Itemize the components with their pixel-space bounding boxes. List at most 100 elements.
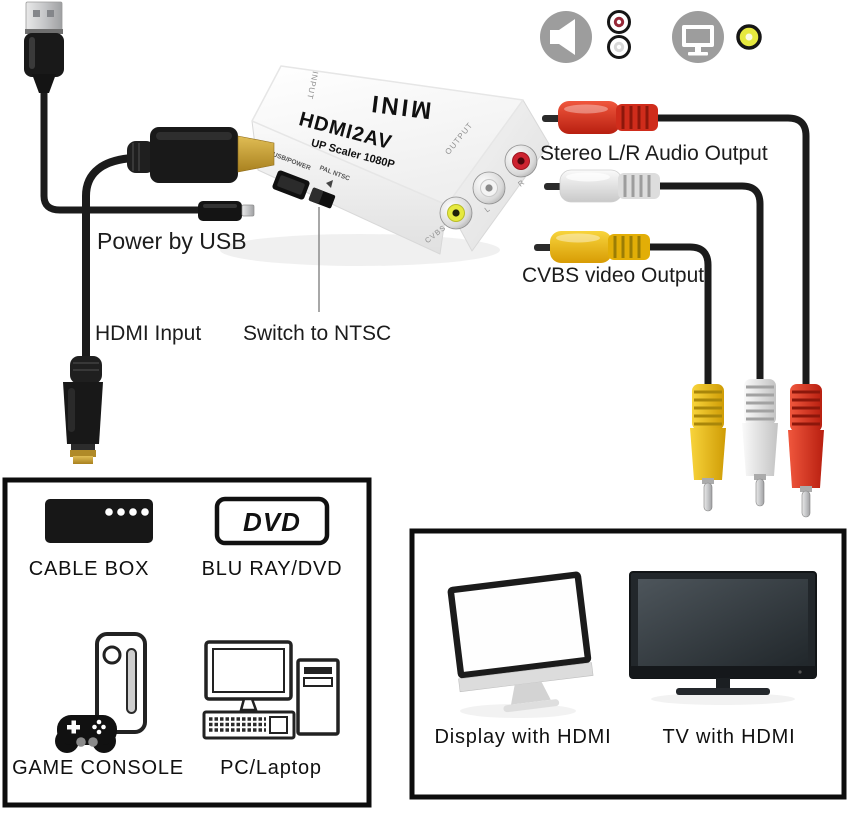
switch-arrow-mark: [326, 180, 333, 188]
speaker-icon: [540, 11, 592, 63]
pal-ntsc-switch: [308, 187, 336, 209]
gamepad-body: [57, 715, 117, 745]
pc-icon: [202, 640, 340, 740]
tv-shadow: [651, 693, 795, 705]
cable-box-icon: [45, 499, 153, 543]
rca-plug-red-bottom: [788, 384, 824, 518]
gamepad-button: [101, 724, 106, 730]
console-slot: [126, 648, 137, 714]
cable-box-dot: [141, 508, 149, 516]
speaker-box: [550, 30, 559, 44]
red-plug-body: [558, 101, 620, 134]
tv-base: [676, 688, 770, 695]
monitor-icon: [672, 11, 724, 63]
yellow-ring-hole: [745, 33, 753, 41]
hdmi-neck: [71, 444, 95, 450]
jack-hole: [517, 157, 525, 165]
pc-monitor-inner: [212, 648, 285, 693]
yellow-plug-highlight: [556, 233, 600, 243]
switch-knob: [308, 187, 323, 204]
converter-box: MINI HDMI2AV UP Scaler 1080P INPUT OUTPU…: [220, 65, 550, 266]
pc-laptop-label: PC/Laptop: [220, 757, 322, 779]
red-rib-lines: [621, 106, 649, 129]
red-cable-path: [652, 114, 810, 390]
usb-body-taper: [32, 74, 56, 93]
cable-box-dot: [105, 508, 113, 516]
game-console-label: GAME CONSOLE: [12, 757, 184, 779]
collar: [702, 478, 714, 484]
usb-body-highlight: [29, 37, 35, 69]
rca-jack-red: [504, 144, 538, 178]
gamepad-button: [92, 724, 97, 730]
display-base: [503, 699, 560, 713]
mini-usb-tip: [241, 204, 255, 217]
hdmi-plug-bottom: [63, 356, 103, 464]
pc-keys: [209, 717, 266, 732]
usb-cable-path: [40, 86, 202, 214]
red-plug-highlight: [564, 104, 608, 114]
cable-box-dot: [129, 508, 137, 516]
sources-panel: CABLE BOX DVD BLU RAY/DVD: [2, 477, 372, 808]
white-rib-lines: [623, 175, 651, 197]
white-plug-highlight: [566, 172, 610, 182]
hdmi-body-highlight: [156, 132, 232, 140]
yellow-plug-pin: [534, 244, 554, 251]
body: [742, 423, 778, 476]
pin: [801, 490, 811, 518]
usb-collar: [25, 29, 63, 34]
rca-plug-yellow-bottom: [690, 384, 726, 512]
tv-label: TV with HDMI: [663, 726, 796, 748]
displays-panel: Display with HDMI TV with HDMI: [409, 528, 847, 800]
gamepad-stick: [88, 737, 98, 747]
yellow-plug-body: [550, 231, 612, 263]
pc-monitor-stand: [239, 697, 258, 712]
yellow-cable-path: [644, 243, 712, 390]
l-jack-label: L: [483, 204, 493, 214]
usb-metal-shell: [25, 1, 63, 31]
pin: [755, 478, 765, 507]
rca-cable-red: [542, 101, 810, 390]
tv-screen: [638, 579, 808, 666]
game-console-icon: [55, 632, 147, 753]
cable-box-dot: [117, 508, 125, 516]
white-ring-hole: [616, 44, 622, 50]
rca-jack-yellow: [439, 196, 473, 230]
rib-lines: [746, 385, 774, 421]
hdmi-body: [150, 127, 238, 183]
usb-power-cable: [24, 1, 255, 221]
display-shadow: [460, 704, 576, 718]
speaker-cone: [559, 19, 575, 55]
tv-standby-led: [798, 670, 802, 674]
dvd-logo-text: DVD: [243, 507, 301, 537]
callout-stereo-output: Stereo L/R Audio Output: [540, 142, 768, 165]
yellow-rib-lines: [613, 236, 641, 258]
usb-slot-1: [33, 10, 40, 17]
gamepad-button: [96, 729, 102, 735]
rca-plug-white-bottom: [742, 379, 778, 507]
gamepad: [55, 715, 117, 753]
console-eject: [102, 645, 122, 665]
red-plug-pin: [542, 115, 562, 122]
rca-cable-white: [544, 169, 764, 385]
rib-lines: [694, 390, 722, 426]
dvd-logo-border: [214, 496, 330, 546]
box-shadow: [220, 234, 500, 266]
mini-usb-port-inner: [277, 175, 305, 195]
pc-numpad: [269, 716, 288, 734]
dpad-v: [71, 720, 76, 734]
cable-box-body: [45, 499, 153, 543]
white-cable-path: [654, 182, 764, 385]
callout-switch-to-ntsc: Switch to NTSC: [243, 322, 391, 345]
gamepad-stick: [76, 737, 86, 747]
hdmi-tv-icon: [629, 571, 817, 695]
pc-tower-drive: [304, 667, 332, 674]
display-screen: [447, 571, 592, 679]
display-stand: [511, 681, 551, 705]
hdmi-plug-top: [127, 127, 275, 183]
white-plug-pin: [544, 183, 564, 190]
callout-power-by-usb: Power by USB: [97, 228, 247, 254]
usb-a-plug: [24, 1, 64, 93]
callout-cvbs-output: CVBS video Output: [522, 264, 704, 287]
pc-tower-drive2: [303, 677, 333, 687]
